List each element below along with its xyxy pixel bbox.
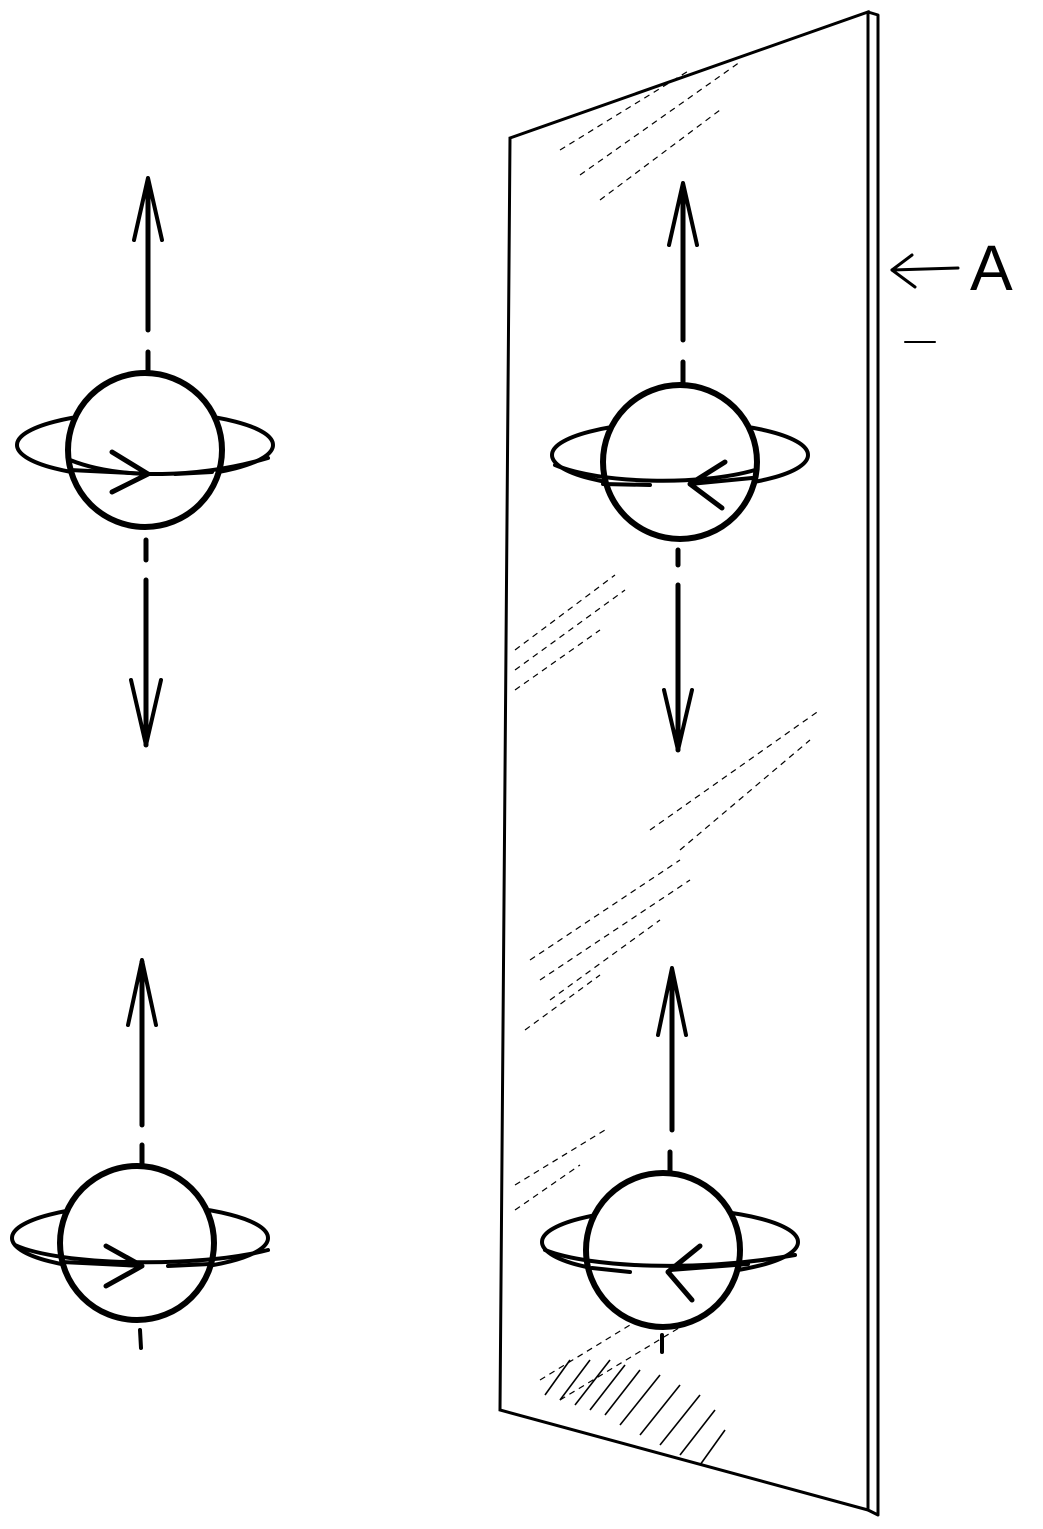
down-arrow-icon (662, 547, 694, 753)
mirror-label-pointer (890, 253, 960, 343)
up-arrow-icon (667, 181, 699, 386)
spin-orbit-front (553, 463, 757, 483)
particle-sphere (57, 1163, 217, 1323)
particle-bottom-right-reflection (540, 966, 800, 1354)
particle-sphere (600, 382, 760, 542)
mirror-hatching-dense (544, 1359, 726, 1466)
spin-orbit-front (68, 456, 270, 477)
spin-right-arrow-icon (109, 449, 151, 495)
particle-sphere (583, 1170, 743, 1330)
particle-top-left (15, 176, 275, 748)
mirror-plate (498, 9, 880, 1517)
up-arrow-icon (132, 176, 164, 373)
particle-bottom-left (10, 958, 270, 1350)
mirror-hatching (514, 61, 821, 1401)
spin-left-arrow-icon (687, 459, 728, 511)
down-arrow-icon (129, 537, 163, 748)
spin-right-arrow-icon (103, 1243, 145, 1289)
spin-orbit-front (543, 1248, 797, 1268)
spin-left-arrow-icon (665, 1243, 703, 1303)
particle-sphere (65, 370, 225, 530)
mirror-label: A (970, 232, 1013, 304)
up-arrow-icon (126, 958, 158, 1168)
particle-top-right-reflection (550, 181, 810, 753)
